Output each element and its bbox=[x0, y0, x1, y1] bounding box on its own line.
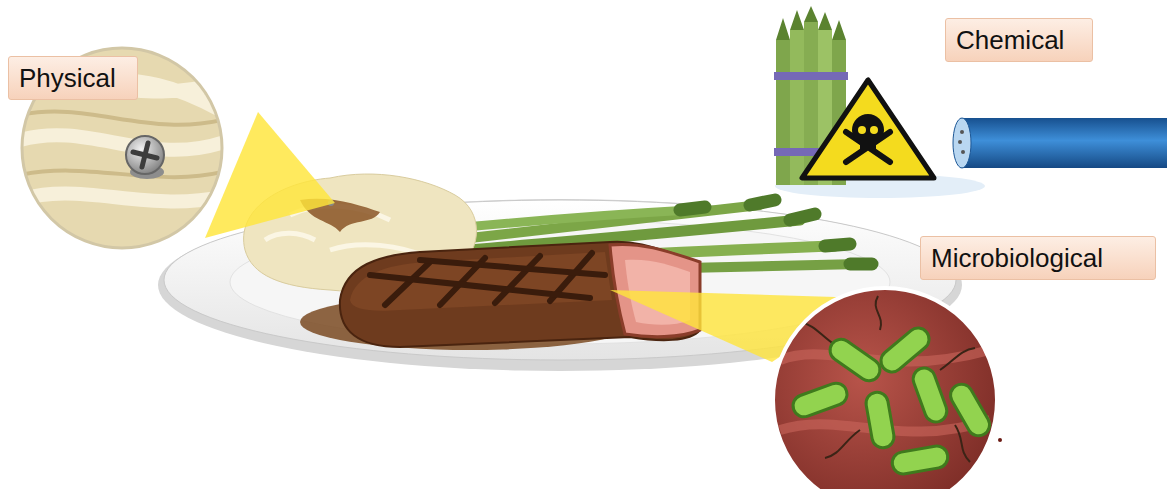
pipe-body bbox=[960, 118, 1167, 168]
flagellum bbox=[800, 322, 835, 345]
hazard-label: Physical bbox=[8, 56, 138, 100]
bacterium bbox=[946, 380, 993, 439]
pipe bbox=[953, 118, 1167, 168]
screw-slot bbox=[133, 143, 157, 167]
chemical-scene bbox=[774, 6, 1167, 198]
grill-mark bbox=[370, 275, 590, 298]
zoom-border bbox=[773, 288, 997, 489]
warning-triangle bbox=[802, 80, 934, 178]
bacterium bbox=[826, 335, 884, 385]
asparagus-spear bbox=[455, 210, 690, 228]
bacterium bbox=[790, 380, 850, 420]
hazard-category: Microbiological bbox=[931, 242, 1145, 274]
flagellum bbox=[876, 296, 881, 330]
flagella bbox=[800, 296, 975, 462]
bacterium bbox=[891, 444, 950, 475]
pipe-hole bbox=[961, 150, 965, 154]
asparagus-stalk bbox=[776, 40, 790, 185]
hazard-label: Microbiological bbox=[920, 236, 1156, 280]
skull-jaw bbox=[860, 140, 876, 150]
bacteria bbox=[790, 324, 994, 476]
hazard-category: Chemical bbox=[956, 24, 1082, 56]
pipe-hole bbox=[960, 130, 964, 134]
grill-mark bbox=[495, 256, 540, 303]
zoom-content bbox=[780, 296, 994, 476]
hazard-sign bbox=[802, 80, 934, 178]
zoom-circle bbox=[773, 288, 997, 489]
skull-eye bbox=[858, 126, 866, 134]
asparagus-stalk bbox=[790, 30, 804, 185]
skull-eye bbox=[870, 126, 878, 134]
rubber-band bbox=[774, 72, 848, 80]
hazard-label: Chemical bbox=[945, 18, 1093, 62]
potato-texture bbox=[20, 112, 230, 178]
hazard-category: Physical bbox=[19, 62, 127, 94]
grill-marks bbox=[370, 253, 605, 305]
steak-top bbox=[350, 252, 612, 311]
flagellum bbox=[940, 348, 975, 370]
pipe-mouth bbox=[953, 118, 971, 168]
callout-beam bbox=[205, 112, 335, 238]
pipe-hole bbox=[958, 140, 962, 144]
bacterium bbox=[864, 391, 895, 450]
asparagus-tip bbox=[776, 6, 846, 40]
flagellum bbox=[825, 430, 860, 458]
grill-mark bbox=[420, 260, 605, 275]
microbe-zoom bbox=[773, 288, 997, 489]
bacterium bbox=[910, 365, 950, 425]
asparagus-tip bbox=[680, 200, 872, 264]
speck bbox=[998, 438, 1002, 442]
screw-head bbox=[126, 136, 164, 174]
